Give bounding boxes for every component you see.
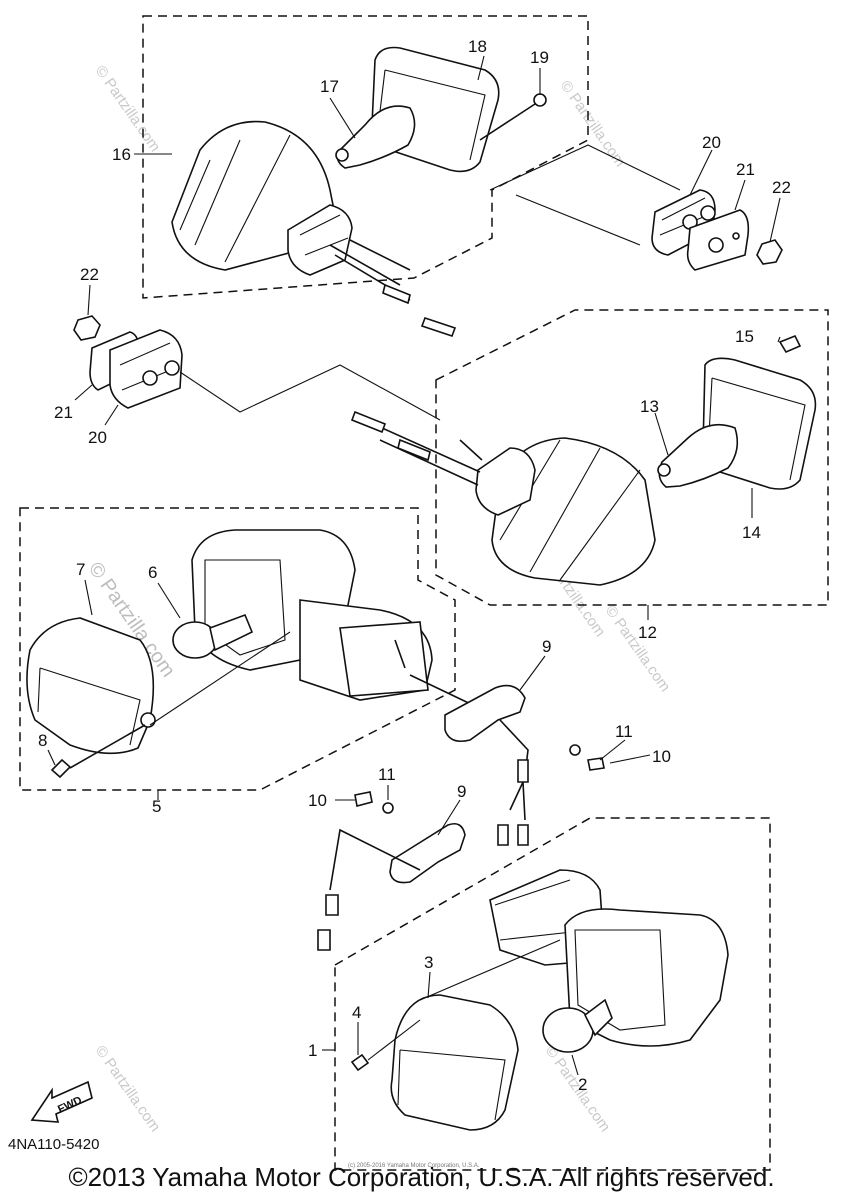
leader-lines <box>47 55 781 1076</box>
callout-13: 13 <box>640 397 659 416</box>
callout-10a: 10 <box>652 747 671 766</box>
assembly-16-stem <box>287 204 353 276</box>
callout-19: 19 <box>530 48 549 67</box>
small-copyright: (c) 2005-2016 Yamaha Motor Corporation, … <box>348 1163 480 1169</box>
mount-parts-upper-left <box>73 315 441 421</box>
damper-20-left <box>109 329 183 409</box>
callout-21b: 21 <box>54 403 73 422</box>
plate-9-lower <box>389 822 466 884</box>
plate-9-upper <box>444 684 526 743</box>
assembly-5-lens-hole <box>140 712 156 728</box>
assembly-5-boundary <box>19 507 456 791</box>
callout-20b: 20 <box>88 428 107 447</box>
callout-12: 12 <box>638 623 657 642</box>
assembly-12-stem <box>475 447 536 516</box>
watermark: © Partzilla.com <box>557 78 629 171</box>
mount-parts-upper-right <box>489 144 783 271</box>
assembly-16-boundary <box>142 15 589 299</box>
callout-21a: 21 <box>736 160 755 179</box>
copyright-notice: ©2013 Yamaha Motor Corporation, U.S.A. A… <box>68 1162 775 1192</box>
callout-4: 4 <box>352 1003 361 1022</box>
callout-16: 16 <box>112 145 131 164</box>
assembly-16 <box>142 15 589 338</box>
callout-22b: 22 <box>80 265 99 284</box>
screw-15 <box>778 334 802 354</box>
screw-10-lower <box>354 791 373 807</box>
callout-22a: 22 <box>772 178 791 197</box>
callout-11a: 11 <box>615 722 633 741</box>
nut-22-right <box>756 239 783 265</box>
screw-19 <box>533 93 547 107</box>
assembly-1-boundary <box>334 817 771 1171</box>
callout-18: 18 <box>468 37 487 56</box>
nut-22-left <box>73 315 101 341</box>
callout-10b: 10 <box>308 791 327 810</box>
washer-11-lower <box>382 802 394 814</box>
assembly-5 <box>19 507 605 846</box>
callout-2: 2 <box>578 1075 587 1094</box>
assembly-12-boundary <box>435 309 829 606</box>
fwd-arrow: FWD <box>30 1080 93 1123</box>
callout-17: 17 <box>320 77 339 96</box>
watermark: © Partzilla.com <box>92 1043 164 1136</box>
watermark: © Partzilla.com <box>602 603 674 696</box>
assembly-12 <box>350 309 829 606</box>
screw-8 <box>50 758 72 779</box>
screw-10-upper <box>587 757 605 771</box>
drawing-number: 4NA110-5420 <box>8 1136 100 1153</box>
callout-20a: 20 <box>702 133 721 152</box>
callout-1: 1 <box>308 1041 317 1060</box>
callout-6: 6 <box>148 563 157 582</box>
assembly-16-bulb <box>336 105 416 169</box>
callouts: 18 19 17 16 20 21 22 22 21 20 15 13 14 1… <box>38 37 791 1094</box>
callout-5: 5 <box>152 797 161 816</box>
callout-9b: 9 <box>457 782 466 801</box>
callout-8: 8 <box>38 731 47 750</box>
assembly-1-lens <box>390 994 519 1131</box>
assembly-12-bulb <box>658 423 739 488</box>
callout-9a: 9 <box>542 637 551 656</box>
watermark: © Partzilla.com <box>92 63 164 156</box>
washer-11-upper <box>569 744 581 756</box>
fwd-arrow-icon <box>30 1080 93 1123</box>
assembly-1 <box>317 791 771 1171</box>
callout-15: 15 <box>735 327 754 346</box>
callout-7: 7 <box>76 560 85 579</box>
callout-11b: 11 <box>378 765 396 784</box>
screw-4 <box>350 1053 370 1072</box>
callout-3: 3 <box>424 953 433 972</box>
callout-14: 14 <box>742 523 761 542</box>
